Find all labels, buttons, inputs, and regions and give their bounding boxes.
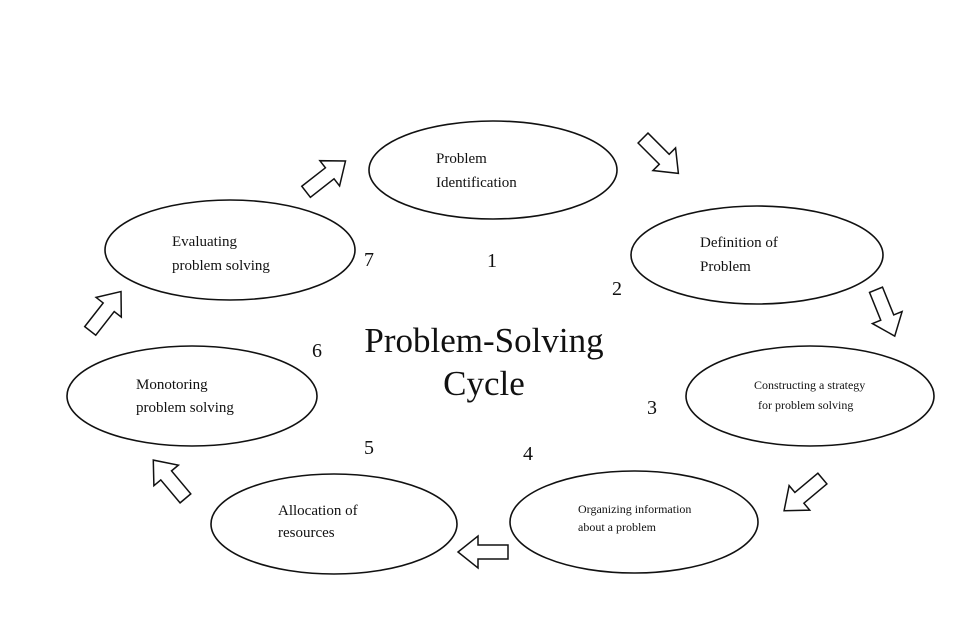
stage-1-label-line1: Problem (436, 151, 487, 167)
arrow-7-to-1 (300, 159, 347, 199)
stage-5-label-line1: Allocation of (278, 503, 358, 519)
stage-4-label-line1: Organizing information (578, 502, 691, 516)
stage-5-node: Allocation of resources (210, 473, 458, 575)
stage-1-number: 1 (487, 250, 497, 272)
stage-7-node: Evaluating problem solving (104, 199, 356, 301)
stage-7-number: 7 (364, 249, 374, 271)
stage-3-label-line2: for problem solving (758, 398, 853, 412)
arrow-5-to-6 (152, 459, 192, 504)
stage-2-node: Definition of Problem (630, 205, 884, 305)
arrow-4-to-5 (456, 534, 509, 570)
stage-6-node: Monotoring problem solving (66, 345, 318, 447)
stage-1-label-line2: Identification (436, 175, 517, 191)
stage-4-label-line2: about a problem (578, 520, 657, 534)
stage-3-node: Constructing a strategy for problem solv… (685, 345, 935, 447)
stage-1-node: Problem Identification (368, 120, 618, 220)
stage-5-label-line2: resources (278, 525, 335, 541)
stage-2-label-line1: Definition of (700, 235, 778, 251)
arrow-6-to-7 (83, 290, 123, 337)
stage-4-number: 4 (523, 443, 533, 465)
stage-7-label-line1: Evaluating (172, 234, 237, 250)
stage-7-label-line2: problem solving (172, 258, 270, 274)
arrow-3-to-4 (783, 472, 828, 512)
stage-3-label-line1: Constructing a strategy (754, 378, 865, 392)
stage-6-label-line2: problem solving (136, 400, 234, 416)
center-title-line2: Cycle (443, 364, 525, 403)
stage-2-number: 2 (612, 278, 622, 300)
stage-6-label-line1: Monotoring (136, 377, 208, 393)
center-title-line1: Problem-Solving (364, 321, 603, 360)
stage-4-node: Organizing information about a problem (509, 470, 759, 574)
stage-3-number: 3 (647, 397, 657, 419)
arrow-1-to-2 (637, 132, 680, 175)
stage-2-label-line2: Problem (700, 259, 751, 275)
stage-6-number: 6 (312, 340, 322, 362)
arrow-2-to-3 (868, 286, 904, 338)
stage-5-number: 5 (364, 437, 374, 459)
